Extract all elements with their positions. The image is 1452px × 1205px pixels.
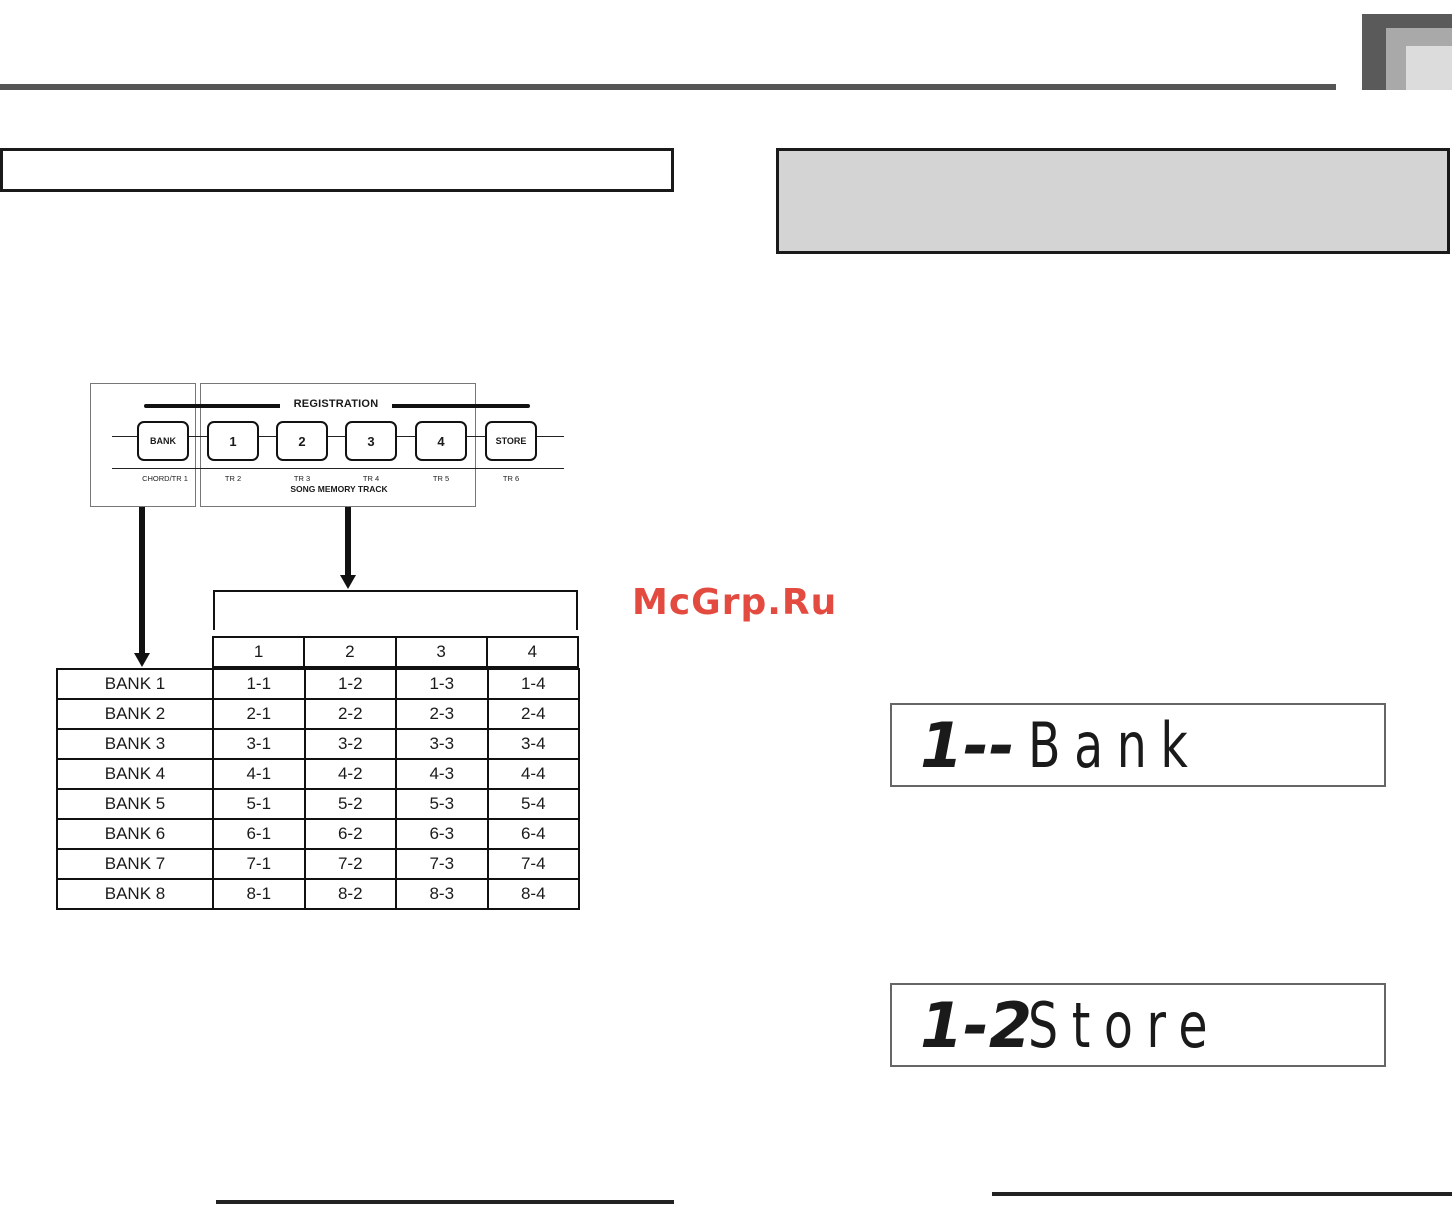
lcd-store-text: Store	[1028, 989, 1222, 1062]
table-row: BANK 8 8-1 8-2 8-3 8-4	[56, 878, 580, 910]
column-header: 3	[394, 636, 488, 668]
lcd-store-number: 1-2	[920, 989, 1033, 1062]
bank-button-callout-box	[90, 383, 196, 507]
column-header: 2	[303, 636, 397, 668]
table-cell: 5-1	[212, 788, 306, 820]
table-cell: 8-2	[303, 878, 397, 910]
bank-label: BANK 5	[56, 788, 214, 820]
panel-lower-line	[112, 468, 564, 469]
table-cell: 4-2	[303, 758, 397, 790]
table-cell: 4-3	[395, 758, 489, 790]
bank-button-sublabel: CHORD/TR 1	[142, 474, 188, 483]
button-2-sublabel: TR 3	[293, 474, 311, 483]
bank-label: BANK 8	[56, 878, 214, 910]
column-header: 4	[485, 636, 580, 668]
registration-button-3: 3	[345, 421, 397, 461]
table-cell: 2-3	[395, 698, 489, 730]
table-cell: 8-3	[395, 878, 489, 910]
left-section-heading-box	[0, 148, 674, 192]
registration-memory-table: BANK 1 1-1 1-2 1-3 1-4 BANK 2 2-1 2-2 2-…	[56, 668, 580, 910]
table-cell: 3-2	[303, 728, 397, 760]
number-arrow-head	[340, 575, 356, 589]
table-cell: 1-3	[395, 668, 489, 700]
bank-label: BANK 3	[56, 728, 214, 760]
table-row: BANK 4 4-1 4-2 4-3 4-4	[56, 758, 580, 790]
lcd-display-store: 1-2 Store	[890, 983, 1386, 1067]
table-cell: 7-2	[303, 848, 397, 880]
table-cell: 2-1	[212, 698, 306, 730]
button-4-sublabel: TR 5	[432, 474, 450, 483]
table-cell: 5-4	[486, 788, 580, 820]
number-buttons-callout-box	[200, 383, 476, 507]
column-header: 1	[211, 636, 306, 668]
table-cell: 6-3	[395, 818, 489, 850]
table-row: BANK 5 5-1 5-2 5-3 5-4	[56, 788, 580, 820]
table-cell: 3-3	[395, 728, 489, 760]
button-3-sublabel: TR 4	[362, 474, 380, 483]
table-cell: 4-4	[486, 758, 580, 790]
registration-button-4: 4	[415, 421, 467, 461]
table-row: BANK 6 6-1 6-2 6-3 6-4	[56, 818, 580, 850]
table-cell: 7-1	[212, 848, 306, 880]
table-row: BANK 3 3-1 3-2 3-3 3-4	[56, 728, 580, 760]
bank-label: BANK 2	[56, 698, 214, 730]
bank-arrow-shaft	[139, 507, 145, 655]
table-cell: 1-2	[303, 668, 397, 700]
table-cell: 2-2	[303, 698, 397, 730]
table-cell: 6-1	[212, 818, 306, 850]
table-cell: 7-4	[486, 848, 580, 880]
table-row: BANK 2 2-1 2-2 2-3 2-4	[56, 698, 580, 730]
store-button-sublabel: TR 6	[502, 474, 520, 483]
table-cell: 1-4	[486, 668, 580, 700]
table-cell: 1-1	[212, 668, 306, 700]
bank-label: BANK 1	[56, 668, 214, 700]
lcd-bank-text: Bank	[1028, 709, 1202, 782]
table-cell: 7-3	[395, 848, 489, 880]
bottom-rule-right	[992, 1192, 1452, 1196]
table-column-header-box	[213, 590, 578, 630]
right-section-heading-box	[776, 148, 1450, 254]
bank-label: BANK 7	[56, 848, 214, 880]
table-cell: 3-1	[212, 728, 306, 760]
column-number-table: 1 2 3 4	[211, 636, 580, 668]
page-corner-tab-inner	[1406, 46, 1452, 90]
table-cell: 5-2	[303, 788, 397, 820]
bank-button: BANK	[137, 421, 189, 461]
table-cell: 2-4	[486, 698, 580, 730]
bank-arrow-head	[134, 653, 150, 667]
table-cell: 8-4	[486, 878, 580, 910]
number-arrow-shaft	[345, 507, 351, 577]
table-cell: 6-4	[486, 818, 580, 850]
table-cell: 6-2	[303, 818, 397, 850]
table-cell: 5-3	[395, 788, 489, 820]
registration-title: REGISTRATION	[280, 398, 392, 410]
registration-button-2: 2	[276, 421, 328, 461]
table-cell: 3-4	[486, 728, 580, 760]
bank-label: BANK 6	[56, 818, 214, 850]
table-cell: 8-1	[212, 878, 306, 910]
song-memory-track-label: SONG MEMORY TRACK	[290, 484, 388, 494]
store-button: STORE	[485, 421, 537, 461]
bank-label: BANK 4	[56, 758, 214, 790]
bottom-rule-left	[216, 1200, 674, 1204]
table-row: BANK 1 1-1 1-2 1-3 1-4	[56, 668, 580, 700]
table-row: BANK 7 7-1 7-2 7-3 7-4	[56, 848, 580, 880]
button-1-sublabel: TR 2	[224, 474, 242, 483]
lcd-display-bank: 1-- Bank	[890, 703, 1386, 787]
header-rule	[0, 84, 1336, 90]
watermark-logo: McGrp.Ru	[632, 582, 838, 623]
registration-button-1: 1	[207, 421, 259, 461]
table-cell: 4-1	[212, 758, 306, 790]
lcd-bank-number: 1--	[920, 709, 1015, 782]
panel-upper-line	[112, 436, 564, 437]
